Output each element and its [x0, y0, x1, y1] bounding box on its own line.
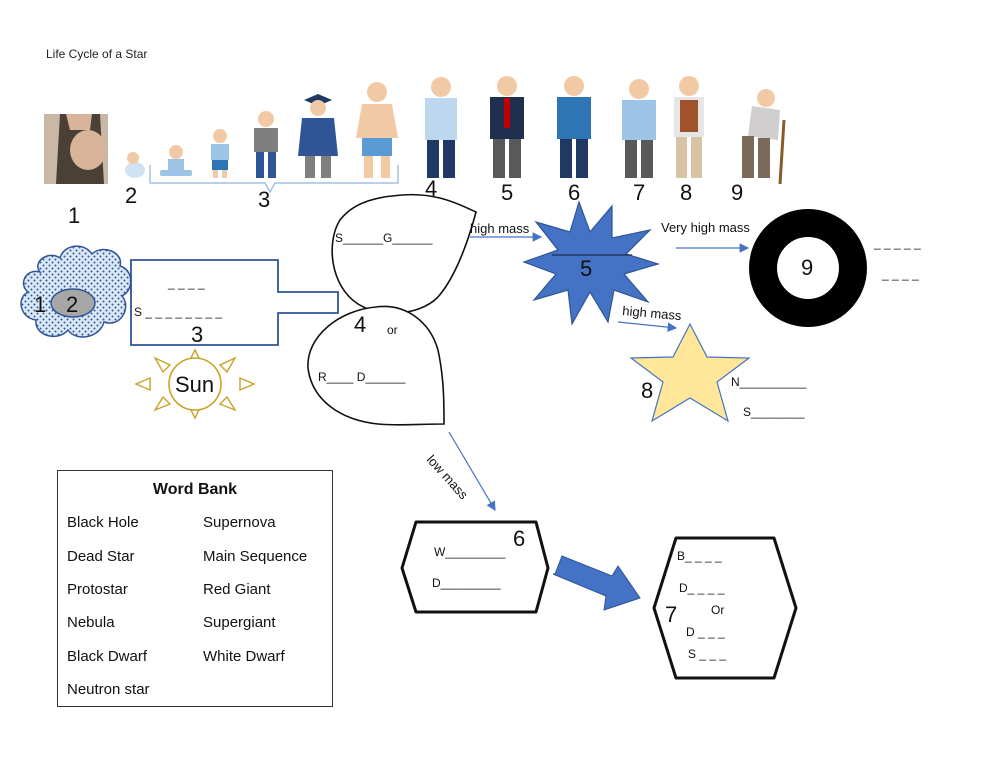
protostar-box: _ _ _ _ S _ _ _ _ _ _ _ _ 3	[130, 259, 339, 347]
neutron-star: 8	[629, 322, 751, 423]
businessman-figure	[490, 76, 524, 178]
life-stage-number-1: 1	[68, 203, 80, 228]
supergiant-label: S______G______	[335, 231, 433, 245]
very-old-man-figure	[742, 89, 786, 185]
human-life-row: 1 2 3 4 5 6 7 8 9	[44, 76, 786, 228]
red-giant-label: R____ D______	[318, 370, 406, 384]
word-bank-item-neutron-star: Neutron star	[67, 681, 150, 698]
final-line-d1: D_ _ _ _	[679, 581, 725, 595]
supernova-burst: 5	[522, 200, 661, 326]
arrow-red-giant-to-white-dwarf	[448, 431, 496, 512]
graduate-figure	[298, 94, 338, 178]
white-dwarf-line-w: W_________	[434, 545, 506, 559]
neutron-star-number: 8	[641, 378, 653, 403]
life-stage-number-2: 2	[125, 183, 137, 208]
white-dwarf-line-d: D_________	[432, 576, 501, 590]
life-stage-number-8: 8	[680, 180, 692, 205]
final-line-s: S _ _ _	[688, 647, 726, 661]
older-man-figure	[622, 79, 656, 178]
life-stage-number-4: 4	[425, 176, 437, 201]
black-hole-blank-line-1: _ _ _ _ _	[873, 236, 921, 250]
final-line-b: B_ _ _ _	[677, 549, 722, 563]
word-bank-item-red-giant: Red Giant	[203, 581, 271, 598]
red-giant-or-label: or	[387, 323, 398, 337]
nebula-inner-number: 2	[66, 292, 78, 317]
schoolboy-figure	[254, 111, 278, 178]
word-bank-item-nebula: Nebula	[67, 614, 115, 631]
baby-figure	[125, 152, 145, 178]
word-bank-item-supernova: Supernova	[203, 514, 276, 531]
word-bank-item-black-hole: Black Hole	[67, 514, 139, 531]
word-bank-item-white-dwarf: White Dwarf	[203, 648, 285, 665]
final-stage-hexagon: B_ _ _ _ D_ _ _ _ Or D _ _ _ S _ _ _ 7	[652, 536, 798, 680]
black-hole-blank-line-2: _ _ _ _	[881, 267, 919, 281]
arrow-white-dwarf-to-final	[552, 555, 641, 611]
white-dwarf-hexagon: W_________ D_________ 6	[400, 520, 550, 614]
protostar-number: 3	[191, 322, 203, 347]
arrow-label-high-mass-1: high mass	[470, 221, 530, 236]
nebula-number: 1	[34, 292, 46, 317]
life-stage-number-3: 3	[258, 187, 270, 212]
word-bank: Word Bank Black Hole Dead Star Protostar…	[57, 470, 333, 707]
word-bank-item-main-sequence: Main Sequence	[203, 548, 308, 565]
white-dwarf-number: 6	[513, 526, 525, 551]
elderly-man-figure	[674, 76, 704, 178]
final-line-d2: D _ _ _	[686, 625, 725, 639]
toddler-figure	[160, 145, 192, 176]
word-bank-title: Word Bank	[152, 481, 238, 498]
protostar-blank-bottom: S _ _ _ _ _ _ _ _	[134, 305, 222, 319]
black-hole-number: 9	[801, 255, 813, 280]
word-bank-item-protostar: Protostar	[67, 581, 128, 598]
childhood-bracket	[149, 165, 399, 194]
life-stage-number-7: 7	[633, 180, 645, 205]
pregnant-woman-image	[44, 114, 108, 184]
word-bank-item-black-dwarf: Black Dwarf	[67, 648, 148, 665]
protostar-blank-top: _ _ _ _	[167, 276, 205, 290]
neutron-star-line-n: N__________	[731, 375, 807, 389]
arrow-label-very-high-mass: Very high mass	[661, 220, 750, 235]
sun-icon: Sun	[134, 348, 256, 420]
black-hole-ring: 9	[749, 209, 867, 327]
arrow-supernova-to-neutron-star	[617, 321, 678, 332]
worksheet-title: Life Cycle of a Star	[46, 47, 147, 61]
arrow-label-low-mass: low mass	[424, 452, 472, 503]
bearded-man-figure	[557, 76, 591, 178]
red-giant-bubble: 4 or R____ D______	[307, 305, 445, 426]
sun-label: Sun	[175, 372, 214, 397]
supernova-number: 5	[580, 256, 592, 281]
life-stage-number-6: 6	[568, 180, 580, 205]
red-giant-number: 4	[354, 312, 366, 337]
word-bank-item-supergiant: Supergiant	[203, 614, 276, 631]
life-stage-number-9: 9	[731, 180, 743, 205]
life-stage-number-5: 5	[501, 180, 513, 205]
child-figure	[211, 129, 229, 178]
neutron-star-line-s: S________	[743, 405, 805, 419]
final-or-label: Or	[711, 603, 724, 617]
nebula-cloud: 1 2	[20, 245, 132, 338]
word-bank-item-dead-star: Dead Star	[67, 548, 135, 565]
young-man-figure	[425, 77, 457, 178]
arrow-label-high-mass-2: high mass	[622, 303, 683, 323]
supergiant-bubble: S______G______	[331, 193, 477, 314]
final-number: 7	[665, 602, 677, 627]
teen-figure	[356, 82, 398, 178]
